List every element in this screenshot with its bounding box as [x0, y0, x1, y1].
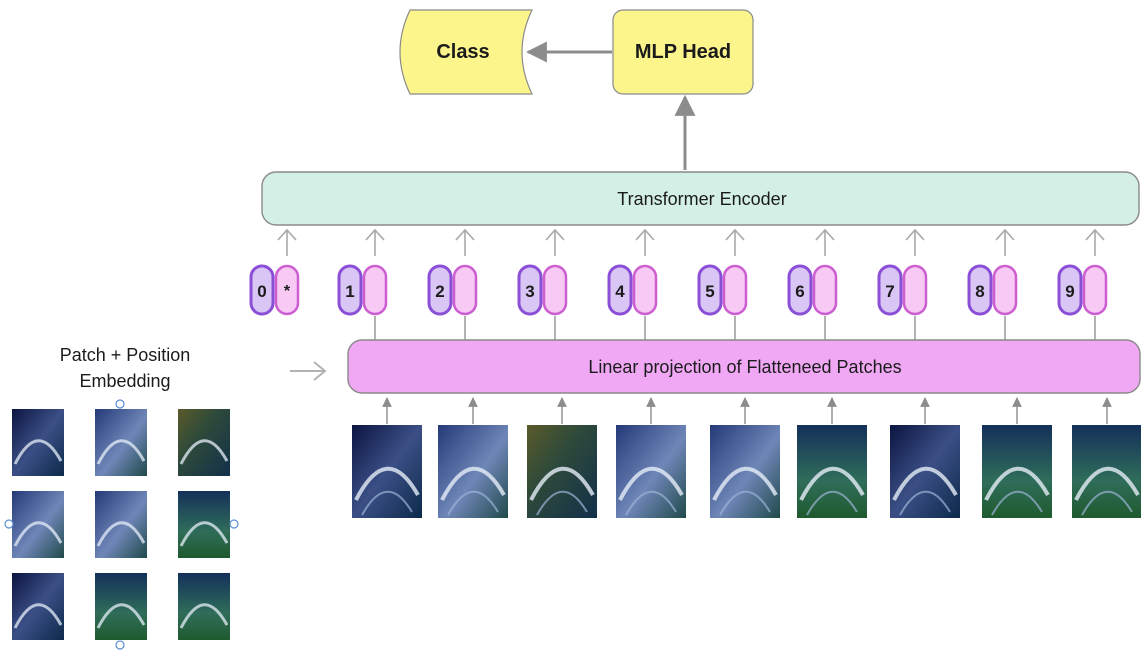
patch-embedding-pill	[722, 264, 748, 316]
encoder-label: Transformer Encoder	[617, 189, 786, 209]
projection-label: Linear projection of Flatteneed Patches	[588, 357, 901, 377]
patch-image-3	[527, 425, 597, 518]
patch-embedding-pill	[992, 264, 1018, 316]
position-number: 6	[795, 282, 804, 301]
position-embedding-pill	[337, 264, 363, 316]
position-embedding-pill	[877, 264, 903, 316]
position-number: 8	[975, 282, 984, 301]
position-embedding-pill	[967, 264, 993, 316]
grid-patch	[178, 409, 230, 476]
linear-projection: Linear projection of Flatteneed Patches	[347, 339, 1141, 394]
token-5: 5	[697, 264, 748, 316]
token-up-arrowhead	[995, 228, 1015, 241]
mlp-head-node: MLP Head	[612, 9, 754, 95]
transformer-encoder: Transformer Encoder	[261, 171, 1140, 226]
token-3: 3	[517, 264, 568, 316]
token-0: 0*	[249, 264, 300, 316]
patch-image-9	[1072, 425, 1141, 518]
position-number: 7	[885, 282, 894, 301]
selection-handle[interactable]	[115, 399, 125, 409]
token-arrows	[277, 228, 1105, 340]
selection-handle[interactable]	[4, 519, 14, 529]
position-number: 2	[435, 282, 444, 301]
patch-image-4	[616, 425, 686, 518]
token-8: 8	[967, 264, 1018, 316]
grid-patch	[12, 573, 64, 640]
token-up-arrowhead	[725, 228, 745, 241]
position-embedding-pill	[517, 264, 543, 316]
token-4: 4	[607, 264, 658, 316]
grid-patch	[95, 573, 147, 640]
grid-patch	[95, 409, 147, 476]
patch-embedding-pill	[632, 264, 658, 316]
token-up-arrowhead	[277, 228, 297, 241]
patch-image-6	[797, 425, 867, 518]
token-up-arrowhead	[365, 228, 385, 241]
token-up-arrowhead	[635, 228, 655, 241]
patch-image-5	[710, 425, 780, 518]
grid-patch	[178, 491, 230, 558]
patch-embedding-pill	[274, 264, 300, 316]
position-number: 9	[1065, 282, 1074, 301]
class-label: Class	[436, 41, 489, 63]
grid-patch	[12, 409, 64, 476]
patch-grid	[4, 399, 239, 650]
token-1: 1	[337, 264, 388, 316]
grid-to-projection-arrow	[290, 361, 327, 381]
embedding-caption-line1: Patch + Position	[60, 345, 191, 365]
position-embedding-pill	[1057, 264, 1083, 316]
grid-patch	[12, 491, 64, 558]
grid-patch	[95, 491, 147, 558]
mlp-head-label: MLP Head	[635, 41, 731, 63]
token-6: 6	[787, 264, 838, 316]
position-number: 0	[257, 282, 266, 301]
token-up-arrowhead	[905, 228, 925, 241]
position-number: 5	[705, 282, 714, 301]
position-number: 1	[345, 282, 354, 301]
token-up-arrowhead	[1085, 228, 1105, 241]
position-embedding-pill	[607, 264, 633, 316]
patch-image-1	[352, 425, 422, 518]
token-up-arrowhead	[545, 228, 565, 241]
patch-embedding-pill	[452, 264, 478, 316]
class-token-marker: *	[284, 283, 291, 300]
position-embedding-pill	[787, 264, 813, 316]
position-embedding-pill	[249, 264, 275, 316]
class-node: Class	[399, 9, 533, 95]
patch-image-2	[438, 425, 508, 518]
selection-handle[interactable]	[229, 519, 239, 529]
token-up-arrowhead	[815, 228, 835, 241]
token-9: 9	[1057, 264, 1108, 316]
patch-strip	[352, 397, 1141, 518]
position-embedding-pill	[427, 264, 453, 316]
embedding-caption-line2: Embedding	[79, 371, 170, 391]
patch-embedding-pill	[362, 264, 388, 316]
selection-handle[interactable]	[115, 640, 125, 650]
grid-patch	[178, 573, 230, 640]
token-up-arrowhead	[455, 228, 475, 241]
token-2: 2	[427, 264, 478, 316]
position-number: 3	[525, 282, 534, 301]
patch-embedding-pill	[902, 264, 928, 316]
patch-embedding-pill	[1082, 264, 1108, 316]
patch-image-8	[982, 425, 1052, 518]
patch-embedding-pill	[542, 264, 568, 316]
token-7: 7	[877, 264, 928, 316]
patch-embedding-pill	[812, 264, 838, 316]
position-embedding-pill	[697, 264, 723, 316]
position-number: 4	[615, 282, 625, 301]
patch-image-7	[890, 425, 960, 518]
